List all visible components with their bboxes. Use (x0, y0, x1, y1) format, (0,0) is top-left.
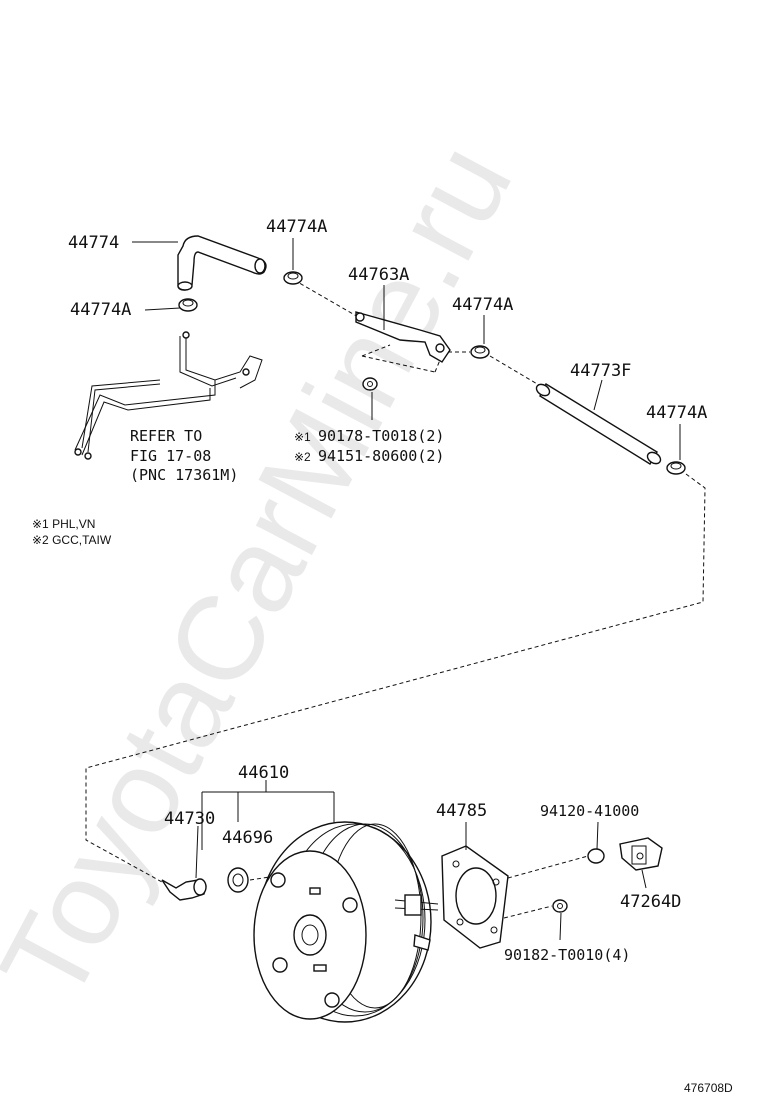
brake-booster-44610[interactable] (253, 821, 439, 1023)
leader-44773F (593, 379, 603, 411)
refer-line-2: FIG 17-08 (130, 447, 211, 465)
check-valve-44730[interactable] (161, 878, 207, 901)
hose-44774[interactable] (177, 235, 267, 291)
label-44610: 44610 (238, 763, 289, 783)
clevis-47264D[interactable] (619, 837, 663, 871)
dash-gasket-spacer (507, 855, 589, 879)
clip-44774A-mid[interactable] (470, 345, 490, 359)
label-44773F: 44773F (570, 361, 631, 381)
clip-44774A-top[interactable] (283, 271, 303, 285)
leader-90182 (559, 912, 562, 941)
label-44774A-right: 44774A (646, 403, 707, 423)
dash-gasket-nut (503, 905, 553, 919)
label-44774A-mid: 44774A (452, 295, 513, 315)
nut-94120[interactable] (587, 848, 605, 864)
label-44730: 44730 (164, 809, 215, 829)
grommet-44696[interactable] (227, 867, 249, 893)
leader-94120 (596, 821, 599, 850)
pipe-assembly[interactable] (74, 331, 263, 460)
label-44774A-left: 44774A (70, 300, 131, 320)
dash-bracket-nut (361, 344, 441, 373)
nut-90178[interactable] (362, 377, 378, 391)
marker-2: ※2 (294, 450, 311, 464)
clip-44774A-left[interactable] (178, 298, 198, 312)
label-94151: 94151-80600(2) (318, 447, 444, 465)
figure-number: 476708D (684, 1081, 733, 1095)
clip-44774A-right[interactable] (666, 461, 686, 475)
note-1: ※1 PHL,VN (32, 517, 95, 531)
label-44763A: 44763A (348, 265, 409, 285)
dash-route-to-booster (85, 473, 706, 883)
label-44774: 44774 (68, 233, 119, 253)
note-2: ※2 GCC,TAIW (32, 533, 112, 547)
nut-90182[interactable] (552, 899, 568, 913)
marker-1: ※1 (294, 430, 311, 444)
hose-44773F[interactable] (534, 382, 662, 466)
label-44785: 44785 (436, 801, 487, 821)
label-47264D: 47264D (620, 892, 681, 912)
gasket-44785[interactable] (441, 845, 509, 949)
refer-line-1: REFER TO (130, 427, 202, 445)
leader-44774A-left (144, 307, 181, 311)
leader-44730 (195, 825, 199, 879)
label-90182: 90182-T0010(4) (504, 946, 630, 964)
refer-line-3: (PNC 17361M) (130, 466, 238, 484)
leader-47264D (641, 869, 647, 889)
dash-clip-bracket (293, 279, 361, 319)
label-90178: 90178-T0018(2) (318, 427, 444, 445)
label-44696: 44696 (222, 828, 273, 848)
dash-clipmid-hose (489, 355, 545, 389)
label-94120: 94120-41000 (540, 802, 639, 820)
label-44774A-top: 44774A (266, 217, 327, 237)
bracket-44763A[interactable] (355, 311, 451, 363)
